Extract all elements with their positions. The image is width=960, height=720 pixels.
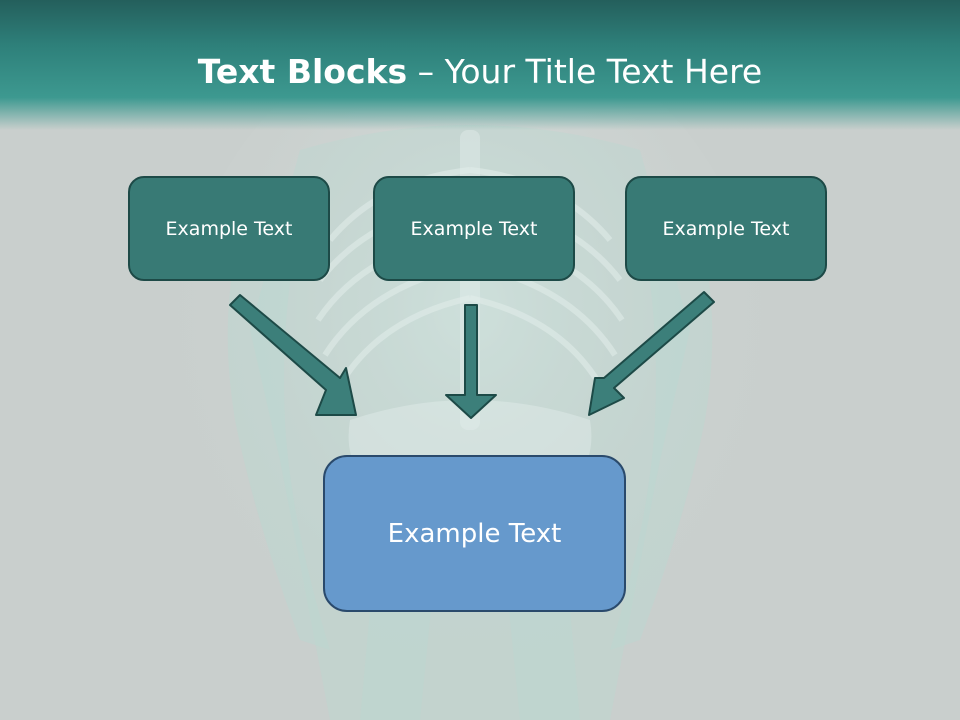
target-block-label: Example Text [387,518,562,549]
text-block-1-label: Example Text [165,217,293,240]
text-block-3-label: Example Text [662,217,790,240]
slide-title: Text Blocks – Your Title Text Here [0,52,960,91]
arrow-left-icon [229,294,357,416]
header-band [0,0,960,130]
text-block-2-label: Example Text [410,217,538,240]
title-bold-part: Text Blocks [197,52,408,91]
arrow-right-icon [588,291,715,416]
text-block-3[interactable]: Example Text [625,176,827,281]
target-block[interactable]: Example Text [323,455,626,612]
title-rest-part: – Your Title Text Here [407,52,763,91]
arrow-center-icon [445,304,497,419]
text-block-2[interactable]: Example Text [373,176,575,281]
text-block-1[interactable]: Example Text [128,176,330,281]
